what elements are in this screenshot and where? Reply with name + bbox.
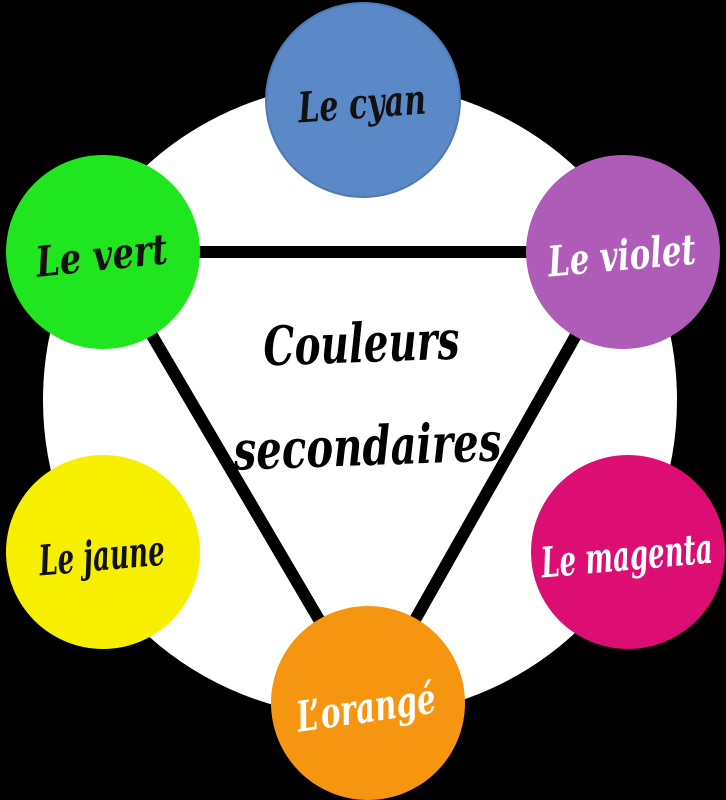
node-label-cyan: Le cyan — [296, 75, 428, 133]
node-circle-magenta — [531, 455, 725, 649]
node-orange: L’orangé — [271, 606, 465, 800]
title-line-1: Couleurs — [262, 308, 460, 379]
node-circle-violet — [526, 155, 720, 349]
node-cyan: Le cyan — [265, 2, 461, 198]
node-vert: Le vert — [6, 155, 200, 349]
node-jaune: Le jaune — [6, 455, 200, 649]
node-magenta: Le magenta — [531, 455, 725, 649]
node-circle-jaune — [6, 455, 200, 649]
diagram-title: Couleurs secondaires — [232, 308, 503, 483]
node-circle-vert — [6, 155, 200, 349]
node-circle-cyan — [265, 2, 461, 198]
node-violet: Le violet — [526, 155, 720, 349]
node-label-jaune: Le jaune — [36, 526, 166, 586]
node-circle-orange — [271, 606, 465, 800]
secondary-triangle-connector — [92, 246, 634, 716]
title-line-2: secondaires — [232, 409, 503, 482]
